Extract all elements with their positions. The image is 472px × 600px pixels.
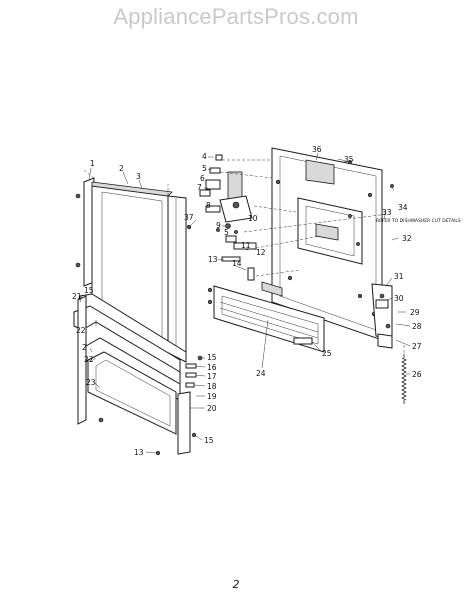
callout-5b: 5: [224, 228, 229, 237]
callout-22: 22: [76, 326, 86, 335]
callout-37: 37: [184, 213, 194, 222]
callout-15: 15: [84, 286, 94, 295]
callout-10: 10: [248, 214, 258, 223]
callout-2b: 2: [82, 343, 87, 352]
callout-23: 23: [86, 378, 96, 387]
callout-9: 9: [216, 221, 221, 230]
callout-19: 19: [207, 392, 217, 401]
callout-8: 8: [206, 201, 211, 210]
reference-lines: [83, 159, 405, 354]
callout-1: 1: [90, 159, 95, 168]
callout-2: 2: [119, 164, 124, 173]
callout-33: 33: [382, 208, 392, 217]
callout-15c: 15: [204, 436, 214, 445]
callout-30: 30: [394, 294, 404, 303]
callout-5: 5: [202, 164, 207, 173]
callout-4: 4: [202, 152, 207, 161]
callout-13: 13: [208, 255, 218, 264]
inner-door-liner: [271, 147, 394, 349]
callout-17: 17: [207, 372, 217, 381]
callout-25: 25: [322, 349, 332, 358]
callout-28: 28: [412, 322, 422, 331]
leader-lines: [79, 152, 411, 454]
callout-6: 6: [200, 174, 205, 183]
callout-12: 12: [256, 248, 266, 257]
callout-31: 31: [394, 272, 404, 281]
callout-13b: 13: [134, 448, 144, 457]
callout-29: 29: [410, 308, 420, 317]
callout-3: 3: [136, 172, 141, 181]
access-panel: [207, 281, 325, 353]
door-spring: [401, 354, 407, 404]
callout-labels: 1 2 3 37 4 5 6 7 8 9 10 5 11 12 13 14 36…: [72, 145, 461, 457]
callout-27: 27: [412, 342, 422, 351]
latch-hardware: [199, 154, 257, 281]
callout-15b: 15: [207, 353, 217, 362]
callout-16: 16: [207, 363, 217, 372]
callout-22b: 22: [84, 355, 94, 364]
callout-20: 20: [207, 404, 217, 413]
callout-21: 21: [72, 292, 82, 301]
watermark: AppliancePartsPros.com: [113, 4, 359, 29]
callout-18: 18: [207, 382, 217, 391]
callout-26: 26: [412, 370, 422, 379]
callout-24: 24: [256, 369, 266, 378]
callout-34: 34: [398, 203, 408, 212]
page-number: 2: [232, 578, 240, 591]
callout-36: 36: [312, 145, 322, 154]
callout-14: 14: [232, 259, 242, 268]
callout-7: 7: [197, 183, 202, 192]
lower-door-trim: [73, 293, 203, 456]
callout-32: 32: [402, 234, 412, 243]
callout-11: 11: [241, 241, 251, 250]
reference-note: REFER TO DISHWASHER CUT DETAILS: [376, 218, 461, 224]
callout-35: 35: [344, 155, 354, 164]
